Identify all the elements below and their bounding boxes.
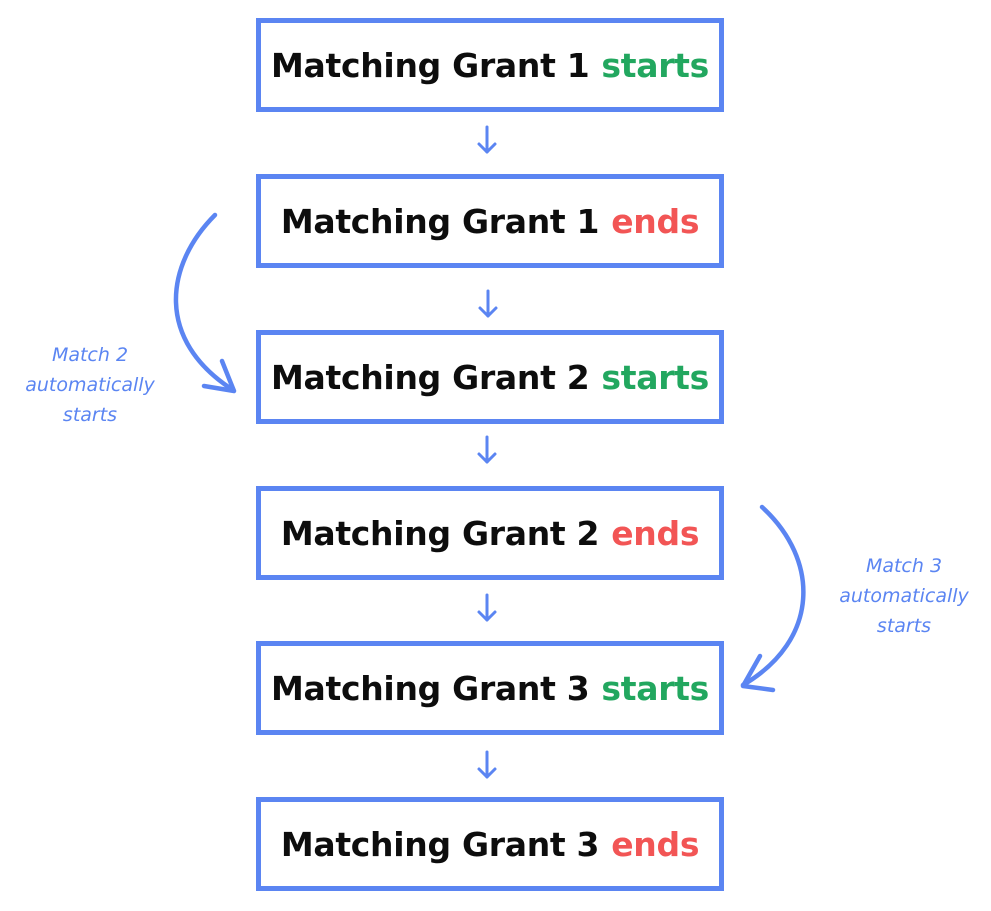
step-label: Matching Grant 3: [271, 668, 590, 708]
note-line: Match 2: [51, 344, 129, 366]
step-label: Matching Grant 1: [271, 45, 590, 85]
note-line: automatically: [839, 585, 969, 607]
step-box-grant-3-ends: Matching Grant 3 ends: [256, 797, 724, 891]
down-arrow-icon: [477, 593, 497, 622]
note-line: starts: [876, 615, 932, 637]
step-box-grant-1-ends: Matching Grant 1 ends: [256, 174, 724, 268]
down-arrow-icon: [477, 435, 497, 464]
down-arrow-icon: [477, 125, 497, 154]
curved-arrow-match3-icon: [740, 504, 806, 693]
note-match-2: Match 2 automatically starts: [8, 340, 172, 430]
status-starts: starts: [601, 357, 709, 397]
status-ends: ends: [611, 513, 700, 553]
step-label: Matching Grant 3: [280, 824, 600, 864]
step-box-grant-2-ends: Matching Grant 2 ends: [256, 486, 724, 580]
step-box-grant-1-starts: Matching Grant 1 starts: [256, 18, 724, 112]
status-ends: ends: [611, 201, 700, 241]
step-label: Matching Grant 2: [280, 513, 600, 553]
status-ends: ends: [611, 824, 700, 864]
note-line: starts: [62, 404, 118, 426]
status-starts: starts: [601, 668, 709, 708]
down-arrow-icon: [478, 289, 498, 318]
step-label: Matching Grant 1: [280, 201, 600, 241]
step-box-grant-3-starts: Matching Grant 3 starts: [256, 641, 724, 735]
step-box-grant-2-starts: Matching Grant 2 starts: [256, 330, 724, 424]
status-starts: starts: [601, 45, 709, 85]
step-label: Matching Grant 2: [271, 357, 590, 397]
note-line: automatically: [25, 374, 155, 396]
note-line: Match 3: [865, 555, 943, 577]
down-arrow-icon: [477, 750, 497, 779]
curved-arrow-match2-icon: [173, 212, 237, 394]
note-match-3: Match 3 automatically starts: [822, 551, 986, 641]
